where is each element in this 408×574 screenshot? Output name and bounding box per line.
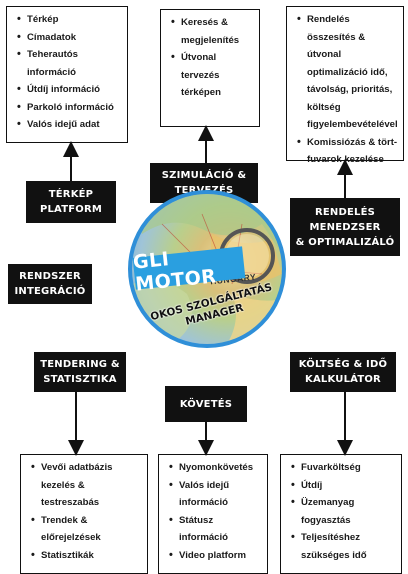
tendering-label: TENDERING & STATISZTIKA [34, 352, 126, 392]
rendszer-integracio-label: RENDSZER INTEGRÁCIÓ [8, 264, 92, 304]
rendszer-label-text: RENDSZER INTEGRÁCIÓ [14, 271, 86, 297]
kovetes-label-text: KÖVETÉS [179, 398, 233, 410]
kovetes-info-box: Nyomonkövetés Valós idejű információ Stá… [158, 454, 268, 574]
terkep-item: Valós idejű adat [17, 116, 122, 134]
terkep-items: Térkép Címadatok Teherautós információ Ú… [17, 11, 122, 134]
szimulacio-info-box: Keresés & megjelenítés Útvonal tervezés … [160, 9, 260, 127]
szimulacio-item: Útvonal tervezés térképen [171, 49, 254, 102]
szimulacio-item: Keresés & megjelenítés [171, 14, 254, 49]
tendering-item: Trendek & előrejelzések [31, 512, 142, 547]
terkep-item: Teherautós információ [17, 46, 122, 81]
rendeles-label: RENDELÉS MENEDZSER & OPTIMALIZÁLÓ [290, 198, 400, 256]
koltseg-info-box: Fuvarköltség Útdíj Üzemanyag fogyasztás … [280, 454, 402, 574]
kovetes-item: Video platform [169, 547, 262, 565]
terkep-item: Útdíj információ [17, 81, 122, 99]
koltseg-label-text: KÖLTSÉG & IDŐ KALKULÁTOR [298, 359, 388, 385]
koltseg-item: Fuvarköltség [291, 459, 396, 477]
kovetes-item: Valós idejű információ [169, 477, 262, 512]
terkep-info-box: Térkép Címadatok Teherautós információ Ú… [6, 6, 128, 143]
tendering-info-box: Vevői adatbázis kezelés & testreszabás T… [20, 454, 148, 574]
terkep-item: Térkép [17, 11, 122, 29]
rendeles-item: Rendelés összesítés & útvonal optimalizá… [297, 11, 398, 134]
rendeles-info-box: Rendelés összesítés & útvonal optimalizá… [286, 6, 404, 165]
tendering-item: Vevői adatbázis kezelés & testreszabás [31, 459, 142, 512]
koltseg-item: Teljesítéshez szükséges idő [291, 529, 396, 564]
koltseg-items: Fuvarköltség Útdíj Üzemanyag fogyasztás … [291, 459, 396, 564]
rendeles-items: Rendelés összesítés & útvonal optimalizá… [297, 11, 398, 169]
rendeles-item: Komissiózás & tört-fuvarok kezelése [297, 134, 398, 169]
terkep-platform-label: TÉRKÉP PLATFORM [26, 181, 116, 223]
koltseg-item: Üzemanyag fogyasztás [291, 494, 396, 529]
szimulacio-items: Keresés & megjelenítés Útvonal tervezés … [171, 14, 254, 102]
koltseg-label: KÖLTSÉG & IDŐ KALKULÁTOR [290, 352, 396, 392]
kovetes-items: Nyomonkövetés Valós idejű információ Stá… [169, 459, 262, 564]
terkep-item: Parkoló információ [17, 99, 122, 117]
tendering-item: Statisztikák [31, 547, 142, 565]
terkep-label-text: TÉRKÉP PLATFORM [39, 189, 103, 215]
tendering-items: Vevői adatbázis kezelés & testreszabás T… [31, 459, 142, 564]
kovetes-item: Státusz információ [169, 512, 262, 547]
rendeles-label-text: RENDELÉS MENEDZSER & OPTIMALIZÁLÓ [295, 206, 395, 248]
terkep-item: Címadatok [17, 29, 122, 47]
gli-motor-title: GLI MOTOR [132, 246, 246, 296]
kovetes-label: KÖVETÉS [165, 386, 247, 422]
kovetes-item: Nyomonkövetés [169, 459, 262, 477]
tendering-label-text: TENDERING & STATISZTIKA [40, 359, 120, 385]
gli-motor-globe [128, 190, 286, 348]
koltseg-item: Útdíj [291, 477, 396, 495]
